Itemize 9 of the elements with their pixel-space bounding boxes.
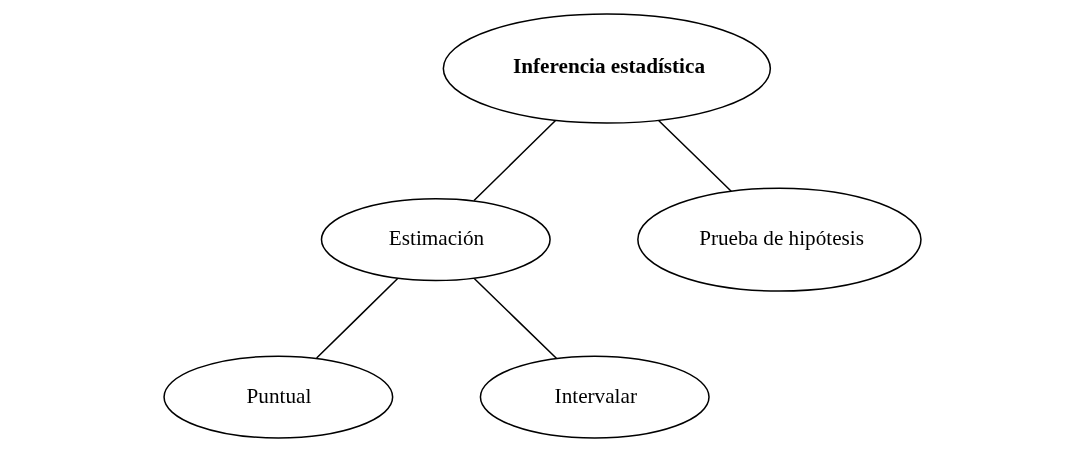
node-ellipse: Prueba de hipótesis <box>637 187 922 292</box>
node-ellipse: Intervalar <box>479 355 710 439</box>
connector <box>657 119 732 192</box>
connector <box>473 277 558 360</box>
node-ellipse: Estimación <box>320 198 551 282</box>
connector <box>315 277 399 359</box>
node-ellipse: Inferencia estadística <box>442 13 772 124</box>
connector <box>473 119 557 202</box>
node-ellipse: Puntual <box>163 355 394 439</box>
